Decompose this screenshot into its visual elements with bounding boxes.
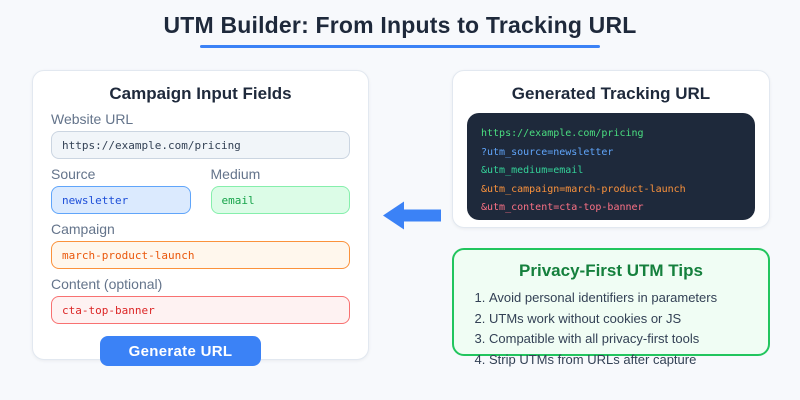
tips-list: Avoid personal identifiers in parameters… bbox=[472, 288, 752, 370]
tips-panel: Privacy-First UTM Tips Avoid personal id… bbox=[452, 248, 770, 367]
medium-label: Medium bbox=[210, 166, 261, 182]
tip-item: Avoid personal identifiers in parameters bbox=[489, 288, 752, 309]
source-medium-row: Source Medium bbox=[51, 159, 350, 214]
tip-item: UTMs work without cookies or JS bbox=[489, 309, 752, 330]
code-line-utm-campaign: &utm_campaign=march-product-launch bbox=[481, 183, 686, 195]
tip-item: Compatible with all privacy-first tools bbox=[489, 329, 752, 350]
code-block: https://example.com/pricing ?utm_source=… bbox=[467, 113, 755, 220]
tip-item: Strip UTMs from URLs after capture bbox=[489, 350, 752, 371]
campaign-input[interactable] bbox=[51, 241, 350, 269]
tips-heading: Privacy-First UTM Tips bbox=[519, 261, 703, 280]
campaign-input-panel: Campaign Input Fields Website URL Source… bbox=[32, 70, 369, 366]
website-url-input[interactable] bbox=[51, 131, 350, 159]
medium-field-group: Medium bbox=[210, 159, 350, 214]
medium-input[interactable] bbox=[210, 186, 350, 214]
code-line-utm-source: ?utm_source=newsletter bbox=[481, 146, 614, 158]
code-line-base-url: https://example.com/pricing bbox=[481, 128, 644, 139]
content-input[interactable] bbox=[51, 296, 350, 324]
source-label: Source bbox=[51, 166, 96, 182]
code-line-utm-medium: &utm_medium=email bbox=[481, 165, 584, 177]
source-field-group: Source bbox=[51, 159, 191, 214]
campaign-label: Campaign bbox=[51, 221, 115, 237]
tracking-url-heading: Generated Tracking URL bbox=[511, 84, 711, 103]
code-line-utm-content: &utm_content=cta-top-banner bbox=[481, 202, 644, 214]
content-label: Content (optional) bbox=[51, 276, 163, 292]
page-title: UTM Builder: From Inputs to Tracking URL bbox=[163, 12, 637, 38]
arrow-left-icon bbox=[383, 201, 441, 230]
campaign-panel-heading: Campaign Input Fields bbox=[109, 84, 292, 103]
source-input[interactable] bbox=[51, 186, 191, 214]
arrow-left-shape bbox=[383, 201, 441, 230]
generate-url-button[interactable]: Generate URL bbox=[100, 336, 261, 366]
website-url-label: Website URL bbox=[51, 111, 134, 127]
title-underline bbox=[200, 45, 600, 48]
tracking-url-panel: Generated Tracking URL https://example.c… bbox=[452, 70, 770, 228]
